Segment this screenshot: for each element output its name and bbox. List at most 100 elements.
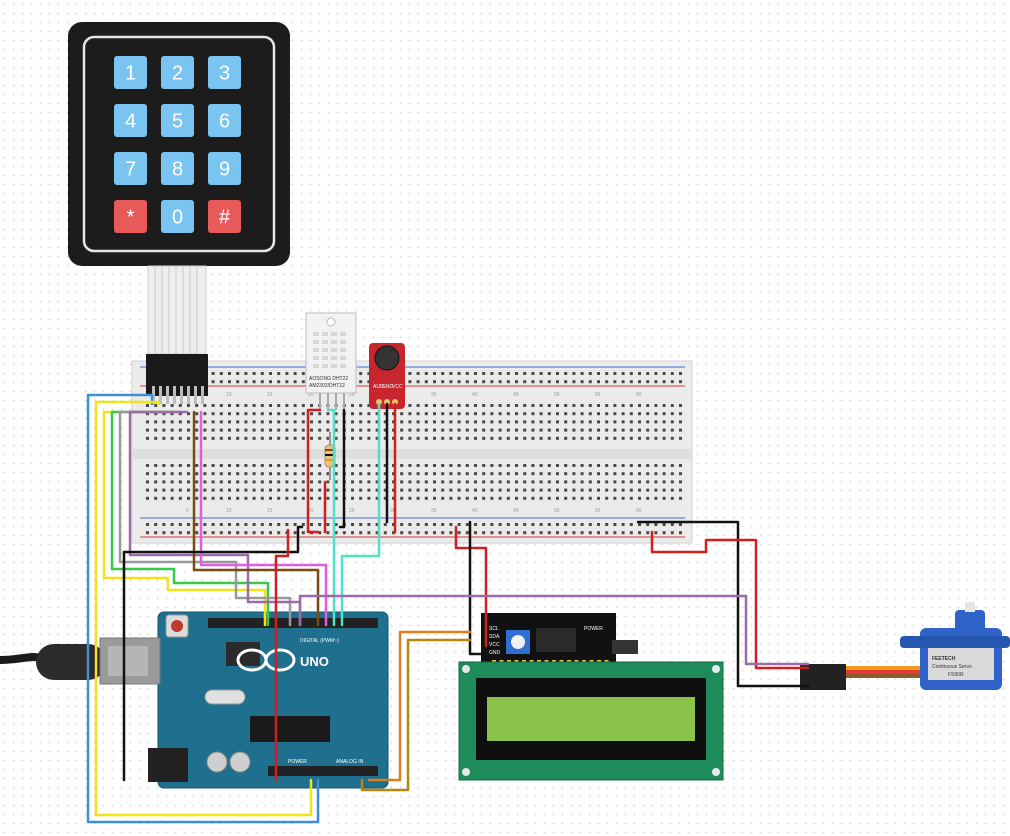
keypad-key-8[interactable]: 8 <box>161 152 194 185</box>
keypad-key-3[interactable]: 3 <box>208 56 241 89</box>
wire-purple-servo-signal <box>298 594 810 666</box>
arduino-pcb <box>157 611 389 789</box>
svg-text:45: 45 <box>513 392 519 398</box>
keypad-key-label: # <box>219 207 231 229</box>
keypad-key-label: 5 <box>172 111 183 133</box>
svg-text:45: 45 <box>513 508 519 514</box>
keypad-key-2[interactable]: 2 <box>161 56 194 89</box>
keypad-key-4[interactable]: 4 <box>114 104 147 137</box>
wire-orange-scl <box>367 630 472 782</box>
wires <box>86 393 810 824</box>
i2c-backpack: SCL SDA VCC GND POWER <box>481 613 638 668</box>
keypad-key-5[interactable]: 5 <box>161 104 194 137</box>
svg-text:5: 5 <box>186 508 189 514</box>
wire-cyan-dht-data <box>326 408 336 627</box>
dht22-sensor: AOSONG DHT22 AM2302/DHT22 <box>305 312 357 410</box>
keypad-key-label: 7 <box>125 159 136 181</box>
svg-text:20: 20 <box>308 508 314 514</box>
wire-red-5v-rail <box>274 528 290 782</box>
arduino-logo-text: UNO <box>300 654 329 669</box>
svg-text:35: 35 <box>431 392 437 398</box>
svg-text:60: 60 <box>636 392 642 398</box>
wire-olive-sda <box>360 638 472 792</box>
keypad-key-6[interactable]: 6 <box>208 104 241 137</box>
servo-model: FS90R <box>948 672 964 678</box>
wire-gray-keypad <box>118 410 292 627</box>
svg-text:10: 10 <box>226 508 232 514</box>
svg-text:25: 25 <box>349 508 355 514</box>
keypad-key-face <box>114 152 147 185</box>
svg-text:15: 15 <box>267 508 273 514</box>
dht22-label-1: AOSONG DHT22 <box>309 376 348 382</box>
breadboard-center-channel <box>132 449 692 459</box>
digital-label: DIGITAL (PWM~) <box>300 638 339 644</box>
servo-motor: FEETECH Continuous Servo FS90R <box>800 602 1010 690</box>
keypad-key-face <box>161 104 194 137</box>
keypad-key-face <box>161 56 194 89</box>
wire-yellow-keypad-2 <box>102 410 267 627</box>
svg-text:35: 35 <box>431 508 437 514</box>
keypad-key-face <box>208 152 241 185</box>
keypad-key-label: 0 <box>172 207 183 229</box>
wire-black-gnd-rail <box>122 525 304 782</box>
wire-brown-keypad <box>192 410 320 627</box>
keypad-key-9[interactable]: 9 <box>208 152 241 185</box>
dc-jack <box>148 748 188 782</box>
power-label: POWER <box>288 759 307 765</box>
mic-capsule <box>374 345 400 371</box>
servo-cable <box>845 666 920 678</box>
usb-cable <box>0 637 161 685</box>
wire-cyan-mic-aud <box>340 402 381 627</box>
digital-header <box>208 618 378 628</box>
svg-text:25: 25 <box>349 392 355 398</box>
keypad-key-hash[interactable]: # <box>208 200 241 233</box>
keypad-key-face <box>114 104 147 137</box>
resistor <box>324 432 336 480</box>
backlight-jumper <box>612 640 638 654</box>
wire-red-servo-vcc <box>650 530 810 670</box>
svg-text:15: 15 <box>267 392 273 398</box>
svg-text:10: 10 <box>226 392 232 398</box>
keypad-key-face <box>208 200 241 233</box>
keypad-key-label: 6 <box>219 111 230 133</box>
keypad-key-label: 9 <box>219 159 230 181</box>
mic-pin-vcc: VCC <box>392 384 403 390</box>
svg-text:20: 20 <box>308 392 314 398</box>
keypad-key-1[interactable]: 1 <box>114 56 147 89</box>
lcd-screen <box>487 697 695 741</box>
reset-button-cap <box>171 620 183 632</box>
breadboard-holes <box>146 372 682 535</box>
keypad-connector-pins <box>152 386 204 404</box>
keypad-key-face <box>161 152 194 185</box>
keypad-key-label: * <box>127 207 135 229</box>
i2c-pin-gnd: GND <box>489 650 501 656</box>
wire-blue-keypad <box>86 393 320 824</box>
keypad-key-label: 4 <box>125 111 136 133</box>
wire-red-dht-vcc <box>306 408 322 534</box>
keypad-key-label: 1 <box>125 63 136 85</box>
svg-text:50: 50 <box>554 392 560 398</box>
analog-label: ANALOG IN <box>336 759 364 765</box>
power-analog-header <box>268 766 378 776</box>
lcd-1602 <box>458 661 724 781</box>
arduino-uno-board: UNO DIGITAL (PWM~) POWER ANALOG IN <box>148 611 389 789</box>
svg-text:55: 55 <box>595 508 601 514</box>
capacitor-2 <box>229 751 251 773</box>
wire-black-dht-gnd <box>338 408 346 529</box>
i2c-chip <box>536 628 576 652</box>
svg-text:40: 40 <box>472 508 478 514</box>
mic-pin-aud: AUD <box>373 384 384 390</box>
i2c-power-label: POWER <box>584 626 603 632</box>
keypad-keys: 1 2 3 4 5 6 7 8 9 * 0 # <box>114 56 241 233</box>
keypad-border <box>82 35 276 253</box>
keypad-key-star[interactable]: * <box>114 200 147 233</box>
keypad-key-0[interactable]: 0 <box>161 200 194 233</box>
keypad-key-7[interactable]: 7 <box>114 152 147 185</box>
svg-text:55: 55 <box>595 392 601 398</box>
keypad-key-face <box>208 56 241 89</box>
keypad-key-face <box>161 200 194 233</box>
svg-text:50: 50 <box>554 508 560 514</box>
keypad-key-label: 2 <box>172 63 183 85</box>
